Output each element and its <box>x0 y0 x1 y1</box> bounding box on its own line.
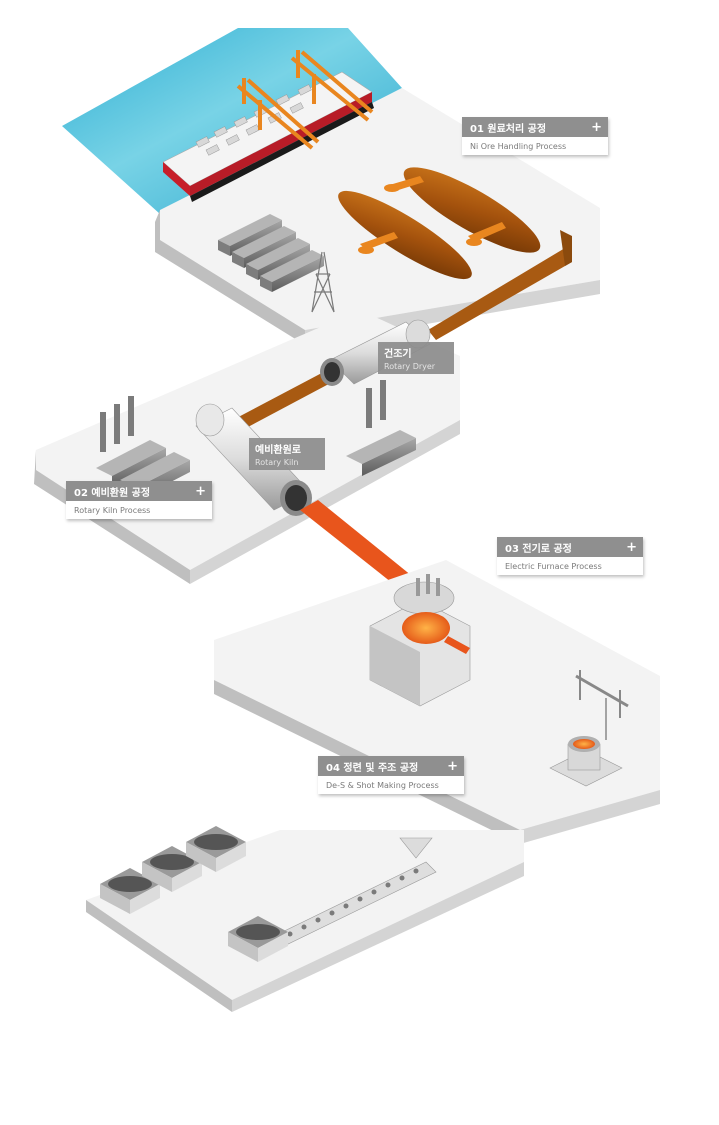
process-card-title: 04 정련 및 주조 공정 <box>326 762 419 774</box>
equipment-tag-ko: 예비환원로 <box>255 445 301 456</box>
process-card-header: 03 전기로 공정 + <box>497 537 643 557</box>
process-card-03[interactable]: 03 전기로 공정 + Electric Furnace Process <box>497 537 643 575</box>
process-card-header: 01 원료처리 공정 + <box>462 117 608 137</box>
stacker-crane-icon <box>358 176 506 254</box>
equipment-tag-en: Rotary Dryer <box>384 362 436 371</box>
equipment-tag-rotary-dryer[interactable]: 건조기 Rotary Dryer <box>378 342 454 374</box>
expand-plus-icon[interactable]: + <box>195 483 206 499</box>
equipment-tag-rotary-kiln[interactable]: 예비환원로 Rotary Kiln <box>249 438 325 470</box>
process-card-header: 04 정련 및 주조 공정 + <box>318 756 464 776</box>
process-card-header: 02 예비환원 공정 + <box>66 481 212 501</box>
expand-plus-icon[interactable]: + <box>626 539 637 555</box>
equipment-tag-en: Rotary Kiln <box>255 458 299 467</box>
process-card-title: 03 전기로 공정 <box>505 543 572 555</box>
ship-icon <box>162 71 374 202</box>
process-card-subtitle: Ni Ore Handling Process <box>462 137 608 155</box>
casting-line-icon <box>269 837 437 949</box>
process-card-02[interactable]: 02 예비환원 공정 + Rotary Kiln Process <box>66 481 212 519</box>
unloader-crane-icon <box>236 50 374 150</box>
shot-bin-icon <box>100 826 288 962</box>
process-card-01[interactable]: 01 원료처리 공정 + Ni Ore Handling Process <box>462 117 608 155</box>
process-card-04[interactable]: 04 정련 및 주조 공정 + De-S & Shot Making Proce… <box>318 756 464 794</box>
process-card-title: 01 원료처리 공정 <box>470 123 547 135</box>
transmission-tower-icon <box>311 251 335 313</box>
process-card-subtitle: Electric Furnace Process <box>497 557 643 575</box>
chimney-icon <box>100 380 386 452</box>
process-card-subtitle: De-S & Shot Making Process <box>318 776 464 794</box>
harbor-water <box>62 28 402 214</box>
ore-stockpiles <box>338 167 541 280</box>
equipment-tag-ko: 건조기 <box>384 349 412 360</box>
process-card-title: 02 예비환원 공정 <box>74 487 151 499</box>
expand-plus-icon[interactable]: + <box>591 119 602 135</box>
process-card-subtitle: Rotary Kiln Process <box>66 501 212 519</box>
storage-shed-icon <box>218 214 324 292</box>
electric-furnace-icon <box>369 574 471 707</box>
expand-plus-icon[interactable]: + <box>447 758 458 774</box>
ladle-icon <box>549 670 629 787</box>
molten-transfer-chute <box>300 500 412 586</box>
